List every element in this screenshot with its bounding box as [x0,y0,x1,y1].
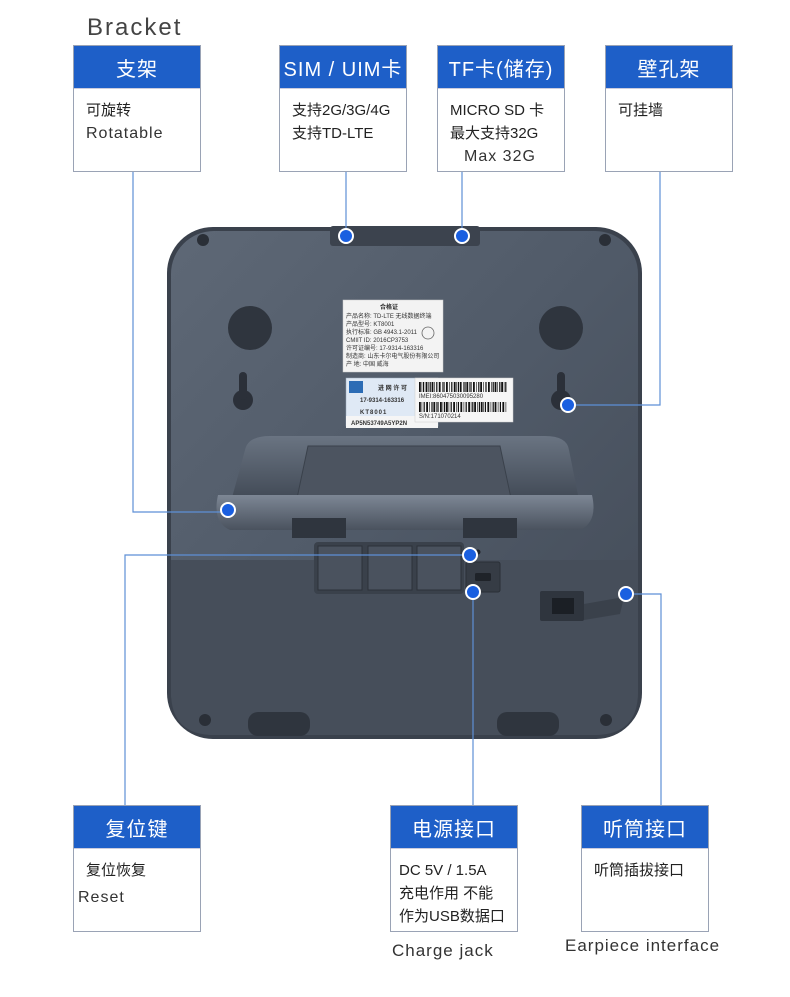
card-sim: SIM / UIM卡 支持2G/3G/4G 支持TD-LTE [279,45,407,172]
screw-holes [197,234,612,726]
imei-barcode-sticker: IMEI:860475030095280 S/N:171070214 [414,377,514,423]
card-power-title: 电源接口 [391,806,517,849]
card-reset-title: 复位键 [74,806,200,849]
card-bracket-line: 可旋转 [86,102,132,119]
card-wall-title: 壁孔架 [606,46,732,89]
cert-row: CMIIT ID: 2016CP3753 [346,338,409,344]
card-power-line-3: 作为USB数据口 [399,908,505,925]
rubber-feet [228,306,583,736]
sn-text: S/N:171070214 [419,414,461,420]
card-earpiece: 听筒接口 听筒插拔接口 [581,805,709,932]
bracket-caption: Bracket [87,14,183,41]
card-reset-line: 复位恢复 [86,862,147,879]
card-sim-line-1: 支持2G/3G/4G [292,102,391,119]
card-tf-title: TF卡(储存) [438,46,564,89]
cert-row: 制造商: 山东卡尔电气股份有限公司 [346,352,439,360]
card-earpiece-title: 听筒接口 [582,806,708,849]
card-power: 电源接口 DC 5V / 1.5A 充电作用 不能 作为USB数据口 [390,805,518,932]
charge-jack-caption: Charge jack [392,941,494,960]
card-tf: TF卡(储存) MICRO SD 卡 最大支持32G Max 32G [437,45,565,172]
card-reset: 复位键 复位恢复 Reset [73,805,201,932]
card-reset-en: Reset [78,889,125,906]
card-power-line-1: DC 5V / 1.5A [399,862,487,879]
callout-leader-lines [124,172,662,805]
card-wall-line: 可挂墙 [618,102,664,119]
cert-title: 合格证 [380,303,398,311]
license-code: AP5N53749A5YP2N [351,421,407,427]
barcode [419,402,507,412]
card-bracket-en: Rotatable [86,125,164,142]
card-sim-line-2: 支持TD-LTE [292,125,374,142]
earpiece-interface-caption: Earpiece interface [565,936,721,955]
card-power-line-2: 充电作用 不能 [399,885,494,902]
card-bracket: 支架 可旋转 Rotatable [73,45,201,172]
barcode [419,382,507,392]
cert-row: 执行标准: GB 4943.1-2011 [346,328,418,336]
card-tf-en: Max 32G [464,148,536,165]
cert-row: 许可证编号: 17-9314-163316 [346,344,424,352]
card-earpiece-line: 听筒插拔接口 [594,862,685,879]
cert-row: 产 地: 中国 威海 [346,360,389,368]
bracket-stand [216,436,594,538]
card-wall: 壁孔架 可挂墙 [605,45,733,172]
card-tf-line-2: 最大支持32G [450,125,539,142]
card-tf-line-1: MICRO SD 卡 [450,102,545,119]
callout-dots [220,228,634,602]
cert-row: 产品型号: KT8001 [346,320,395,328]
card-bracket-title: 支架 [74,46,200,89]
card-sim-title: SIM / UIM卡 [280,46,406,89]
license-title: 进 网 许 可 [378,384,407,392]
license-number: 17-9314-163316 [360,398,405,404]
cert-row: 产品名称: TD-LTE 无线数据终端 [346,312,432,320]
imei-text: IMEI:860475030095280 [419,394,484,400]
license-model: KT8001 [360,410,387,416]
